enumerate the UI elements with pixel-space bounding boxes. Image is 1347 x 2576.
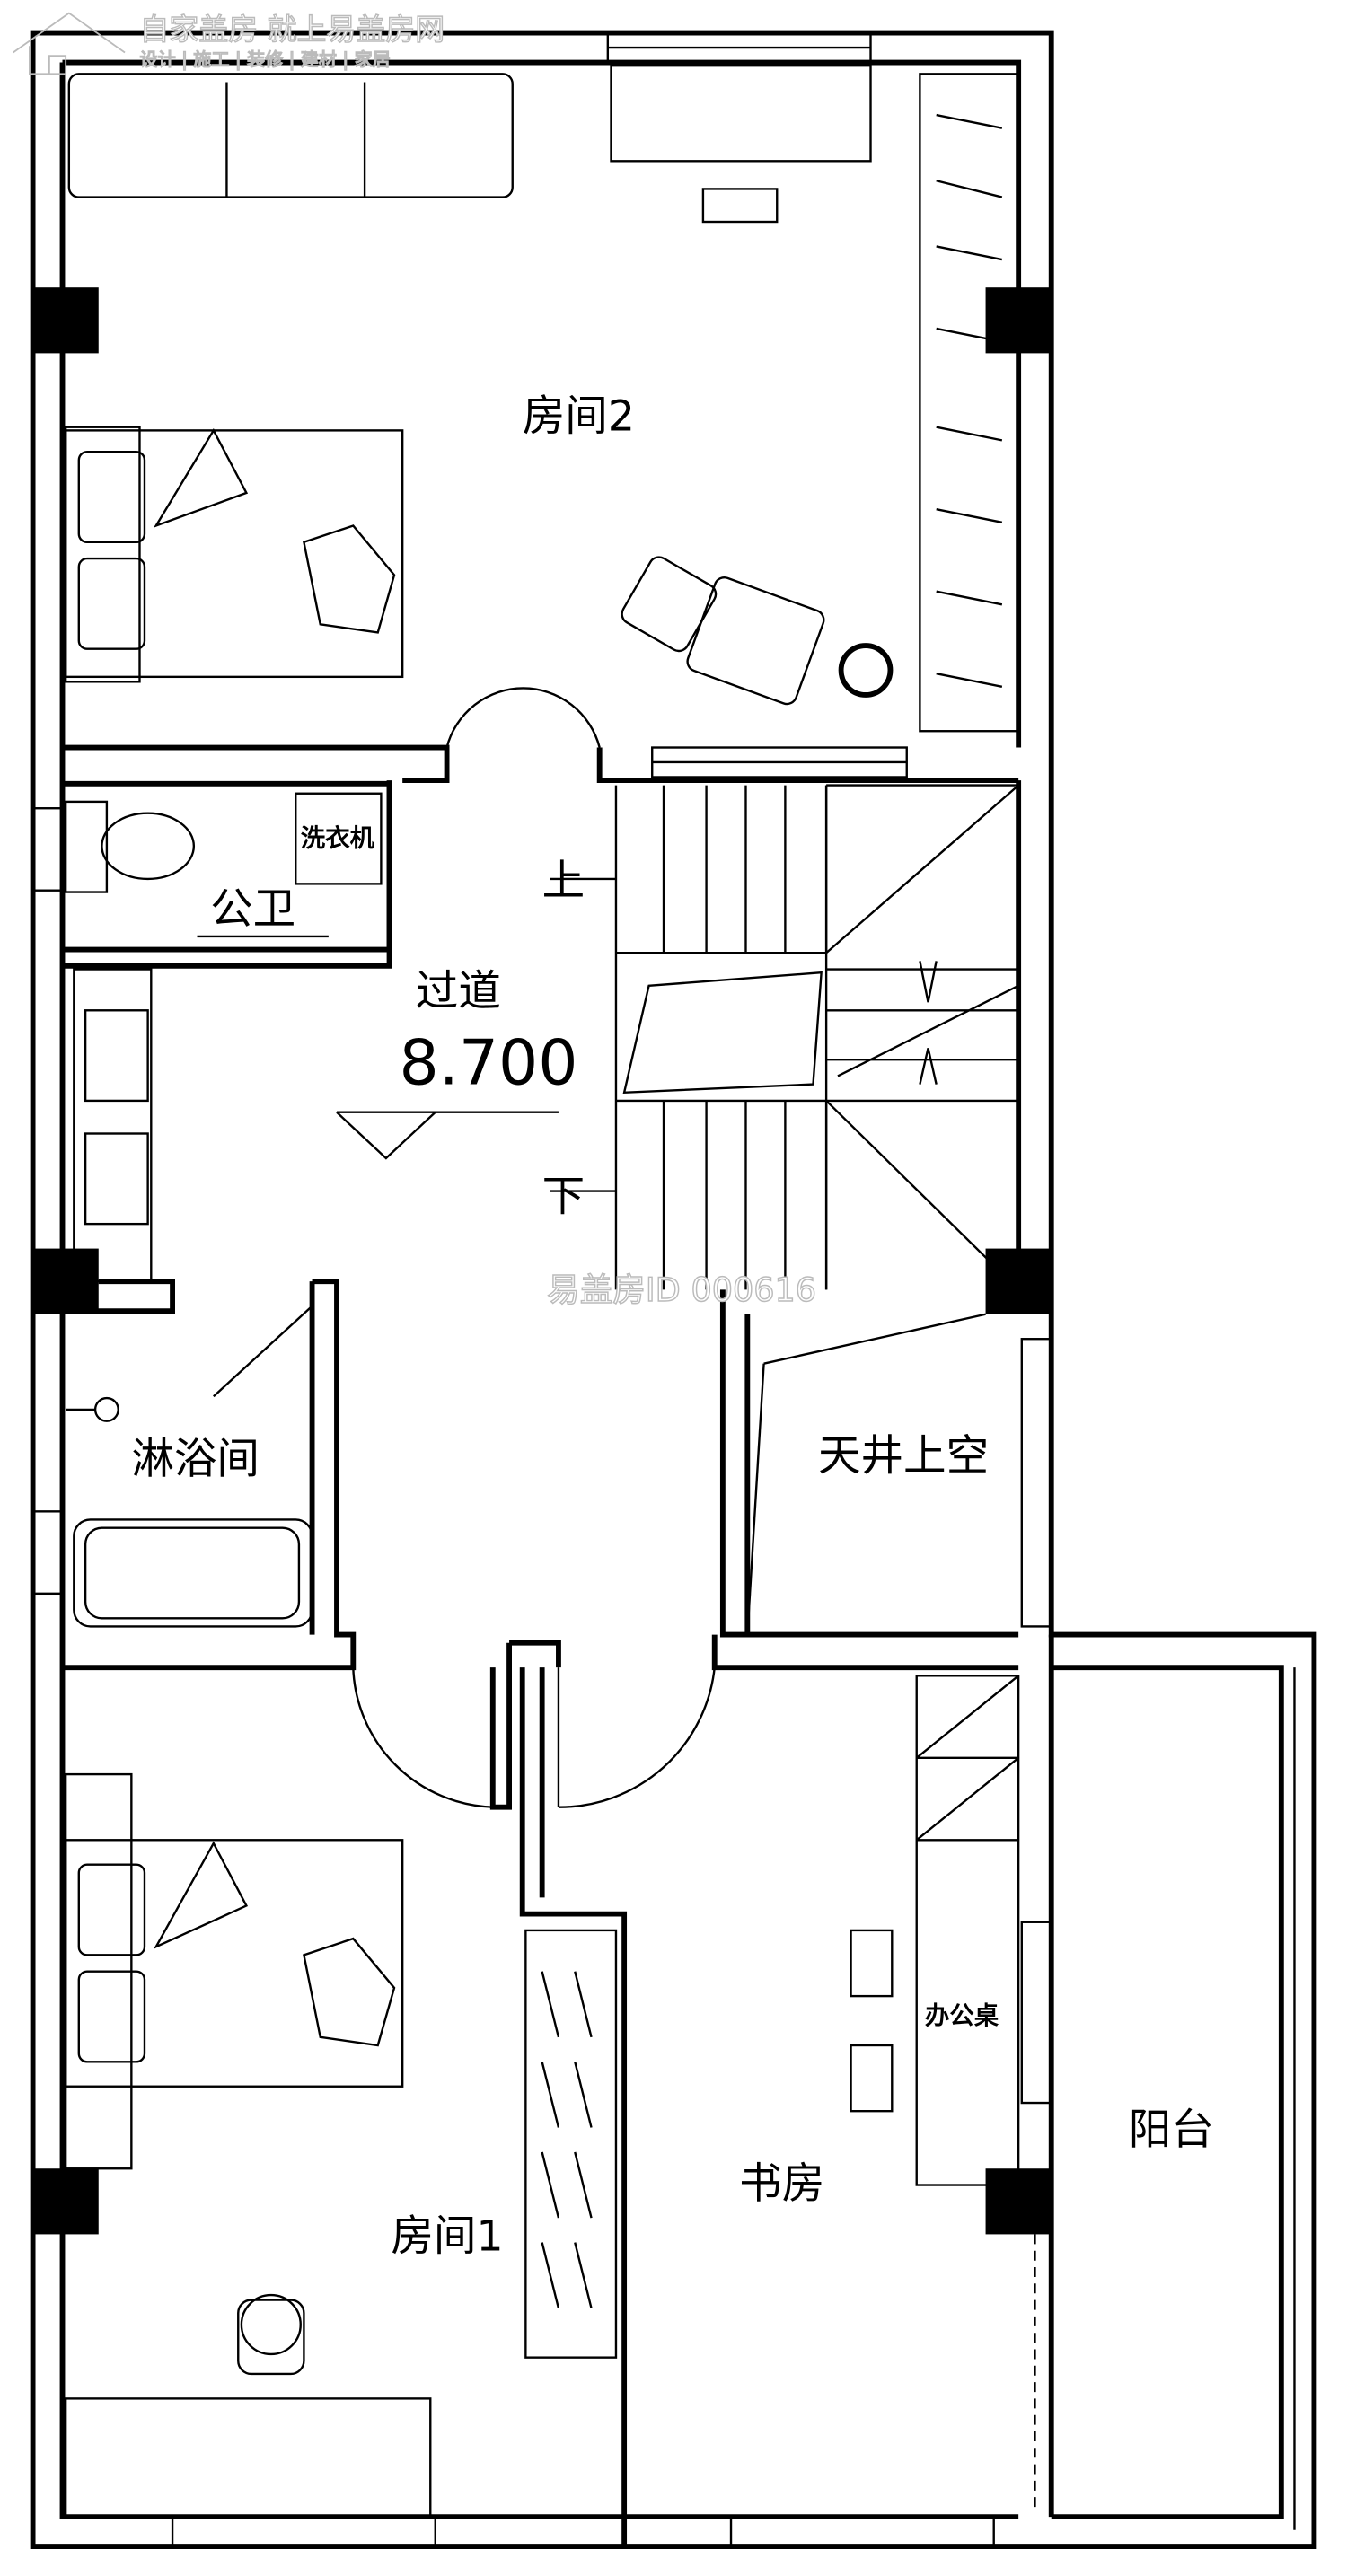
study-furniture	[850, 1675, 1036, 2514]
shower-fixtures	[66, 1396, 313, 1628]
desk-room1	[64, 2397, 432, 2519]
tv-cabinet	[610, 64, 872, 163]
watermark-id: 易盖房ID 000616	[547, 1270, 816, 1309]
wardrobe-room1	[524, 1929, 618, 2359]
label-balcony: 阳台	[1129, 2106, 1214, 2155]
room-labels: 房间2 洗衣机 公卫 过道 8.700 上 下 淋浴间 天井上空 房间1 书房 …	[131, 391, 1213, 2261]
room1-furniture	[64, 1772, 618, 2519]
label-study: 书房	[739, 2159, 824, 2209]
watermark-tagline: 设计 | 施工 | 装修 | 建材 | 家居	[139, 48, 390, 70]
bathroom-vanity	[73, 968, 153, 1283]
label-toilet: 公卫	[210, 884, 295, 934]
interior-walls	[62, 744, 1054, 2547]
watermark: 自家盖房 就上易盖房网 设计 | 施工 | 装修 | 建材 | 家居 易盖房ID…	[13, 11, 817, 1310]
washing-machine	[295, 792, 383, 885]
chair	[240, 2293, 302, 2356]
label-elevation: 8.700	[400, 1027, 578, 1100]
label-stair-down: 下	[542, 1172, 585, 1221]
watermark-slogan: 自家盖房 就上易盖房网	[139, 12, 445, 47]
label-desk: 办公桌	[925, 2002, 999, 2030]
label-shower: 淋浴间	[131, 1435, 260, 1484]
armchair	[686, 576, 825, 706]
bathtub	[73, 1518, 313, 1628]
label-washer: 洗衣机	[301, 823, 375, 852]
label-room2: 房间2	[523, 391, 635, 441]
bed-room1	[64, 1839, 404, 2088]
staircase[interactable]	[550, 784, 1019, 1291]
room2-furniture	[64, 64, 1020, 733]
label-void: 天井上空	[818, 1432, 989, 1481]
label-corridor: 过道	[416, 967, 501, 1016]
structural-columns	[32, 287, 1052, 2235]
toilet-fixtures	[64, 792, 383, 893]
elevation-marker	[336, 1111, 559, 1160]
house-logo-icon	[13, 12, 126, 75]
windows	[31, 31, 1052, 2548]
wardrobe-room2	[919, 73, 1020, 733]
doors	[197, 687, 986, 1808]
sofa	[67, 73, 514, 198]
label-room1: 房间1	[391, 2212, 503, 2262]
label-stair-up: 上	[542, 857, 585, 906]
